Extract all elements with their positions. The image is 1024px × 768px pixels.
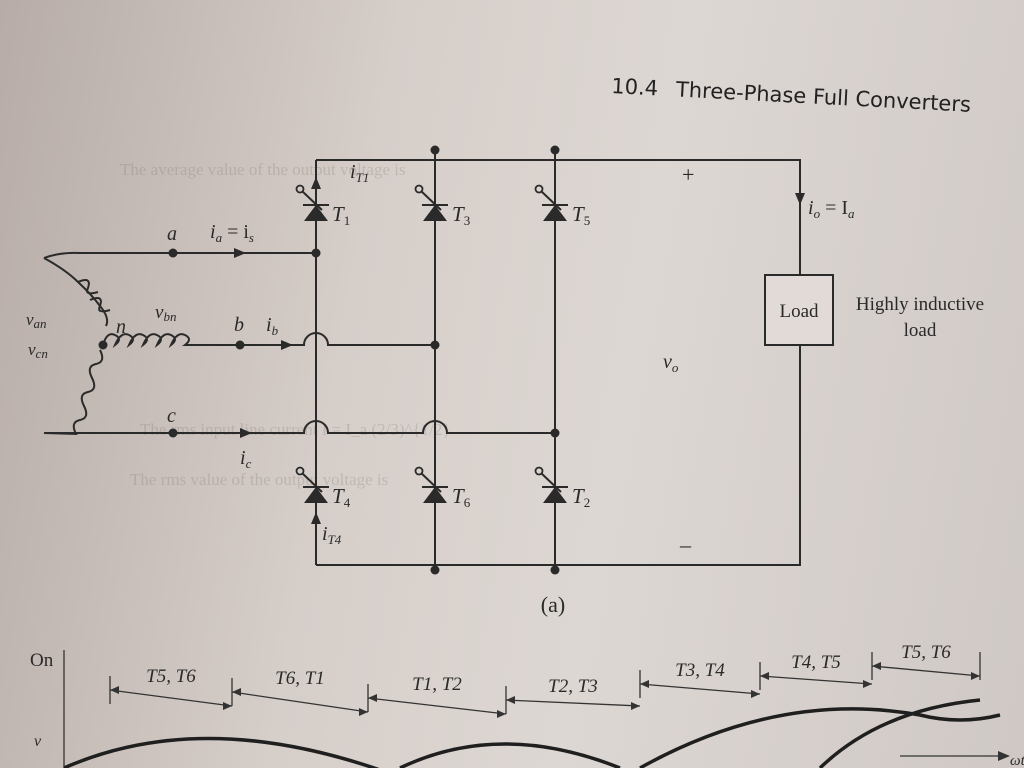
source-vcn: vcn — [28, 340, 48, 361]
thyristor-T4-label: T4 — [332, 484, 351, 510]
interval-arrowhead — [110, 686, 119, 694]
current-it1-label: iT1 — [350, 161, 369, 185]
current-ib-label: ib — [266, 314, 279, 338]
interval-arrowhead — [640, 680, 649, 688]
source-van: van — [26, 310, 47, 331]
interval-arrowhead — [232, 688, 241, 696]
interval-arrowhead — [751, 690, 760, 698]
node-b — [235, 340, 245, 350]
thyristor-T5 — [534, 184, 568, 221]
load-note-line1: Highly inductive — [856, 294, 984, 315]
interval-arrowhead — [368, 694, 377, 702]
interval-line — [759, 675, 873, 685]
arrow-ib — [281, 340, 293, 350]
current-ic-label: ic — [240, 447, 252, 471]
node-a — [168, 248, 178, 258]
phase-wave-1 — [63, 736, 380, 768]
interval-arrowhead — [506, 696, 515, 704]
interval-label: T2, T3 — [548, 676, 598, 697]
interval-line — [367, 697, 507, 715]
interval-line — [231, 691, 369, 713]
omega-arrow — [998, 751, 1010, 761]
interval-arrowhead — [863, 680, 872, 688]
load-label: Load — [779, 301, 819, 322]
arrow-ia — [234, 248, 246, 258]
interval-arrowhead — [223, 702, 232, 710]
current-it4-label: iT4 — [322, 523, 342, 547]
current-ia-label: ia = is — [210, 221, 254, 245]
interval-label: T3, T4 — [675, 660, 725, 681]
interval-label: T6, T1 — [275, 668, 325, 689]
arrow-ic — [240, 428, 252, 438]
current-io-label: io = Ia — [808, 197, 855, 221]
interval-line — [109, 689, 233, 707]
interval-segments: T5, T6 T6, T1 T1, T2 T2, T3 T3, T4 T4, T5 T5, … — [109, 642, 981, 718]
thyristor-T1 — [295, 184, 329, 221]
omega-label: ωt — [1010, 753, 1024, 768]
junction — [550, 565, 560, 575]
neutral-label: n — [116, 316, 126, 338]
node-n — [98, 340, 108, 350]
junction — [550, 428, 560, 438]
thyristor-T3 — [414, 184, 448, 221]
interval-arrowhead — [631, 702, 640, 710]
phase-wave-4 — [818, 698, 981, 768]
interval-line — [871, 665, 981, 677]
junction — [311, 248, 321, 258]
interval-arrowhead — [971, 672, 980, 680]
load-note-line2: load — [904, 320, 937, 341]
arrow-it4 — [311, 512, 321, 524]
on-row-label: On — [30, 650, 54, 671]
conduction-timeline: On v T5, T6 T6, T1 T1, T2 T2, T3 T3, T4 T4, T… — [30, 642, 1024, 768]
interval-label: T5, T6 — [146, 666, 196, 687]
load-box — [764, 274, 834, 346]
junction — [430, 565, 440, 575]
interval-arrowhead — [872, 662, 881, 670]
output-minus: – — [679, 532, 692, 557]
interval-arrowhead — [760, 672, 769, 680]
thyristor-T5-label: T5 — [572, 202, 590, 228]
line-b-label: b — [234, 314, 244, 336]
line-a-label: a — [167, 223, 177, 245]
interval-line — [639, 683, 761, 695]
output-voltage-label: vo — [663, 351, 679, 375]
junction — [550, 145, 560, 155]
source-vbn: vbn — [155, 302, 176, 324]
current-arrows — [234, 177, 805, 524]
phase-wave-2 — [399, 742, 621, 768]
thyristor-T2-label: T2 — [572, 484, 590, 510]
thyristor-T2 — [534, 466, 568, 503]
junction — [430, 145, 440, 155]
figure-caption: (a) — [541, 592, 565, 617]
interval-label: T5, T6 — [901, 642, 951, 663]
interval-label: T4, T5 — [791, 652, 841, 673]
arrow-it1 — [311, 177, 321, 189]
circuit-wiring — [43, 145, 801, 575]
interval-arrowhead — [359, 708, 368, 716]
line-c-label: c — [167, 405, 176, 427]
thyristor-T6-label: T6 — [452, 484, 471, 510]
output-plus: + — [682, 162, 694, 187]
interval-label: T1, T2 — [412, 674, 462, 695]
thyristor-T3-label: T3 — [452, 202, 470, 228]
interval-line — [505, 699, 641, 707]
thyristor-T4 — [295, 466, 329, 503]
voltage-axis-label: v — [34, 733, 42, 750]
thyristor-T6 — [414, 466, 448, 503]
phase-wave-3 — [639, 707, 1001, 768]
thyristor-T1-label: T1 — [332, 202, 350, 228]
interval-arrowhead — [497, 710, 506, 718]
junction — [430, 340, 440, 350]
node-c — [168, 428, 178, 438]
arrow-io — [795, 193, 805, 205]
